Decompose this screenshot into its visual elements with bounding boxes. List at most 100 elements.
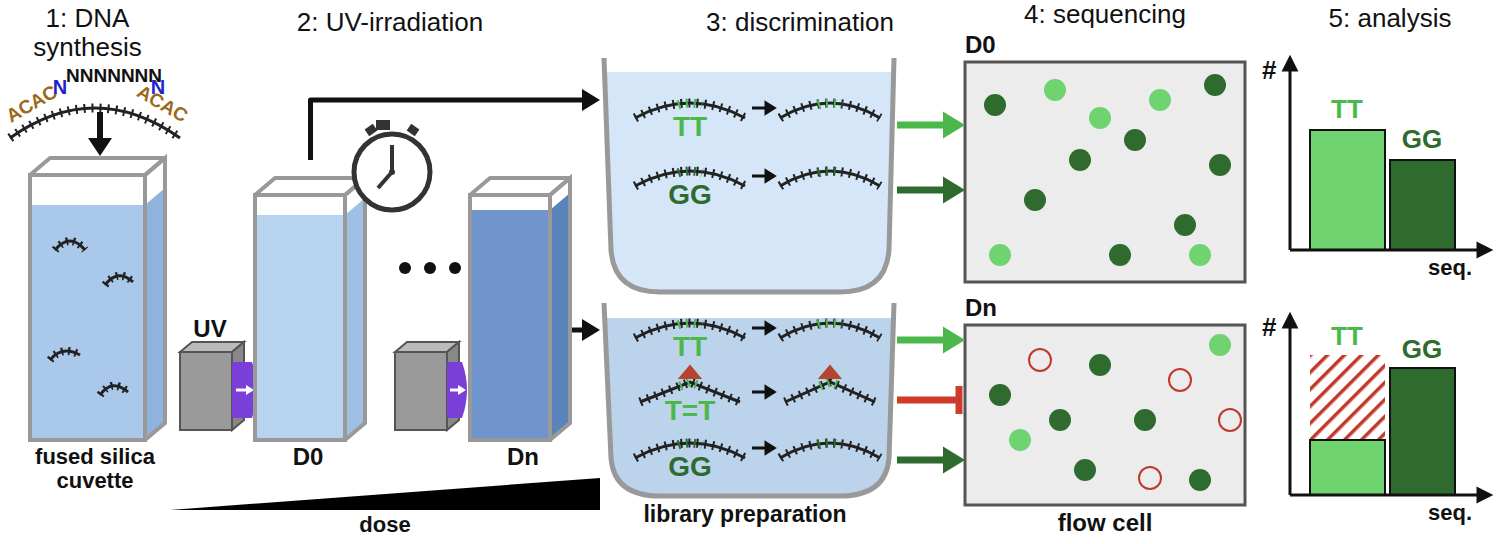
tub-part	[606, 318, 892, 494]
cluster-dot-part-part	[1219, 409, 1241, 431]
node-label: TT	[1317, 95, 1377, 124]
cluster-dot	[984, 74, 1241, 491]
arrow-head	[943, 447, 965, 474]
connector-line	[897, 457, 945, 464]
small-arrow	[752, 103, 774, 453]
connector-line	[897, 397, 959, 404]
label-text: library preparation	[595, 502, 895, 527]
oligo-strand-part	[97, 112, 103, 140]
dna-strand-part	[680, 366, 700, 378]
dna-strand-part-part	[785, 382, 875, 402]
label-text: UV	[180, 316, 240, 342]
cuvette-part-part	[105, 276, 133, 285]
dna-strand-part-part	[678, 103, 702, 105]
cluster-dot-part-part	[1139, 467, 1161, 489]
label-text: 1: DNA synthesis	[0, 4, 175, 61]
node-label: T=T	[640, 396, 740, 427]
clock-part	[389, 169, 395, 175]
cluster-dot-part-part	[1209, 334, 1231, 356]
connector-line	[897, 122, 945, 129]
clock-part	[354, 134, 430, 210]
cluster-dot-part-part	[1169, 369, 1191, 391]
dna-strand-part	[820, 366, 840, 378]
cuvette-part	[50, 241, 133, 395]
connector	[897, 327, 965, 354]
bar-chart-part-part	[1289, 325, 1292, 495]
small-arrow-part	[766, 103, 774, 113]
cuvette-part-part	[50, 351, 80, 360]
node-label: GG	[650, 180, 730, 211]
dna-strand-part-part	[678, 443, 702, 445]
cluster-dot-part-part	[1124, 129, 1146, 151]
label-text: #	[1262, 56, 1284, 85]
label-text: 4: sequencing	[985, 0, 1225, 29]
bar-chart-part-part	[1290, 249, 1480, 252]
node-label: GG	[1392, 335, 1452, 364]
ellipsis	[399, 262, 461, 274]
cuvette-part	[30, 205, 145, 440]
dose-wedge	[170, 478, 600, 510]
dna-strand-part	[635, 103, 880, 458]
bar-chart-part	[1310, 355, 1385, 440]
clock-part	[390, 145, 394, 172]
cluster-dot-part-part	[1049, 409, 1071, 431]
connector-line	[897, 187, 945, 194]
cuvette-part	[550, 193, 570, 440]
clock-part	[407, 124, 420, 136]
cuvette	[470, 178, 570, 440]
cluster-dot-part-part	[1029, 349, 1051, 371]
dna-strand-part-part	[818, 323, 842, 325]
connector	[897, 447, 965, 474]
clock-part	[365, 124, 378, 136]
node-box: TTT=TGG	[600, 300, 897, 498]
cuvette-part-part	[100, 386, 128, 395]
uv-lamp-part	[246, 385, 254, 395]
cluster-dot-part-part	[984, 94, 1006, 116]
connector	[897, 386, 959, 414]
dna-strand-part-part	[818, 443, 842, 445]
node-label: GG	[650, 452, 730, 483]
node-box: TTGG	[1300, 90, 1470, 250]
dna-strand-part-part	[780, 443, 880, 458]
cuvette-part	[145, 158, 165, 440]
node-label: D0	[965, 32, 1035, 58]
arrow-head	[582, 319, 600, 341]
node-label: D0	[278, 444, 338, 470]
node-box: D0	[965, 62, 1245, 282]
bar-chart-part	[1310, 130, 1385, 250]
node-box: TTGG	[1300, 320, 1470, 495]
cuvette-part	[345, 198, 365, 440]
arrow-head	[943, 177, 965, 204]
uv-lamp	[395, 342, 467, 430]
node-box: Dn	[468, 160, 572, 442]
uv-lamp-part	[458, 385, 466, 395]
dna-strand-part-part	[678, 171, 702, 173]
cluster-dot-part-part	[1174, 214, 1196, 236]
connector	[572, 319, 600, 341]
cluster-dot-part-part	[1024, 189, 1046, 211]
uv-lamp	[180, 342, 257, 430]
cluster-dot-part-part	[1134, 409, 1156, 431]
dna-strand-part-part	[780, 103, 880, 118]
label-text: seq.	[1428, 501, 1498, 525]
connector	[897, 112, 965, 139]
cuvette-part	[30, 175, 145, 440]
cuvette-part-part	[55, 241, 85, 250]
node-label: fused silica cuvette	[15, 445, 175, 493]
node-box: D0	[253, 160, 368, 442]
small-arrow-part	[766, 387, 774, 397]
bar-chart-part-part	[1284, 315, 1296, 327]
cluster-dot-part	[989, 79, 1231, 451]
connector	[897, 177, 965, 204]
bar-chart-part-part	[1289, 68, 1292, 250]
dna-strand-part-part	[780, 171, 880, 186]
small-arrow-part	[766, 443, 774, 453]
tub	[604, 58, 894, 496]
dna-strand	[635, 103, 880, 458]
cuvette-part	[30, 158, 165, 175]
arrow-head	[943, 112, 965, 139]
uv-lamp-part	[180, 352, 232, 430]
ellipsis-part	[424, 262, 436, 274]
cluster-dot-part-part	[989, 384, 1011, 406]
dna-strand-part-part	[780, 171, 880, 186]
